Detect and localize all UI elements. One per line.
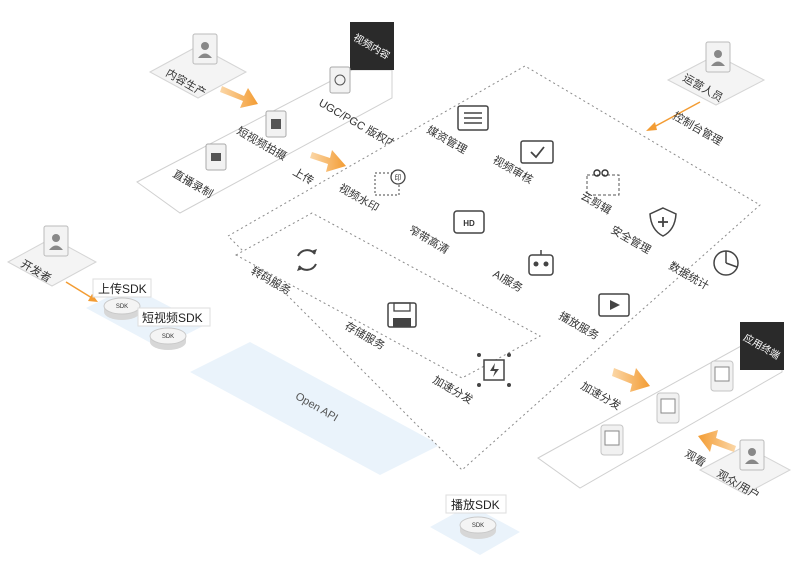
security-icon: [649, 207, 677, 237]
developer-arrow-head: [88, 294, 98, 302]
developer-icon: [43, 225, 69, 257]
console-arrow-head: [646, 122, 657, 131]
operator-base: [666, 54, 766, 106]
accelerate-icon: [477, 353, 511, 387]
producer-arrow: [220, 86, 258, 108]
cloud-edit-icon: [586, 169, 620, 196]
narrowband-hd-icon: HD: [453, 210, 485, 234]
ugc-pgc-icon: [329, 66, 351, 94]
phone-terminal-icon: [710, 360, 734, 392]
upload-label: 上传: [291, 165, 317, 187]
short-video-sdk-badge: SDK: [162, 334, 174, 340]
tablet-terminal-icon: [656, 392, 680, 424]
upload-arrow: [310, 150, 346, 172]
operator-icon: [705, 41, 731, 73]
storage-icon: [387, 302, 417, 328]
ai-service-icon: [528, 250, 554, 276]
open-api-band: [190, 342, 440, 475]
upload-sdk-tag: [92, 278, 152, 298]
video-content-panel: [136, 69, 393, 214]
core-services-area: [234, 212, 542, 379]
player-sdk-label: 播放SDK: [451, 497, 500, 512]
live-record-icon: [205, 143, 227, 171]
console-label: 控制台管理: [671, 108, 726, 148]
player-sdk-badge: SDK: [472, 523, 484, 529]
audience-icon: [739, 439, 765, 471]
short-video-sdk-tag: [137, 307, 211, 327]
video-content-tag: [350, 22, 394, 70]
developer-base: [6, 237, 98, 287]
upload-sdk-label: 上传SDK: [98, 281, 147, 296]
playback-service-icon: [598, 293, 630, 317]
short-video-shoot-icon: [265, 110, 287, 138]
watermark-icon: 印: [374, 169, 406, 196]
pc-terminal-icon: [600, 424, 624, 456]
player-sdk-tag: [445, 494, 507, 514]
terminals-tag: [740, 322, 784, 370]
media-asset-icon: [457, 105, 489, 131]
terminals-accelerate-label: 加速分发: [579, 378, 624, 412]
svg-text:印: 印: [395, 174, 402, 182]
video-review-icon: [520, 140, 554, 164]
watch-label: 观看: [683, 446, 709, 469]
audience-arrow: [698, 430, 736, 452]
console-arrow-line: [651, 101, 701, 129]
content-producer-base: [148, 45, 248, 99]
upload-sdk-badge: SDK: [116, 304, 128, 310]
svg-text:HD: HD: [463, 219, 475, 228]
terminals-accelerate-arrow: [612, 368, 650, 392]
services-outer-area: [227, 65, 761, 471]
developer-arrow-line: [65, 281, 93, 299]
short-video-sdk-label: 短视频SDK: [142, 310, 203, 325]
data-stats-icon: [713, 250, 739, 276]
transcode-icon: [297, 249, 317, 271]
content-producer-icon: [192, 33, 218, 65]
